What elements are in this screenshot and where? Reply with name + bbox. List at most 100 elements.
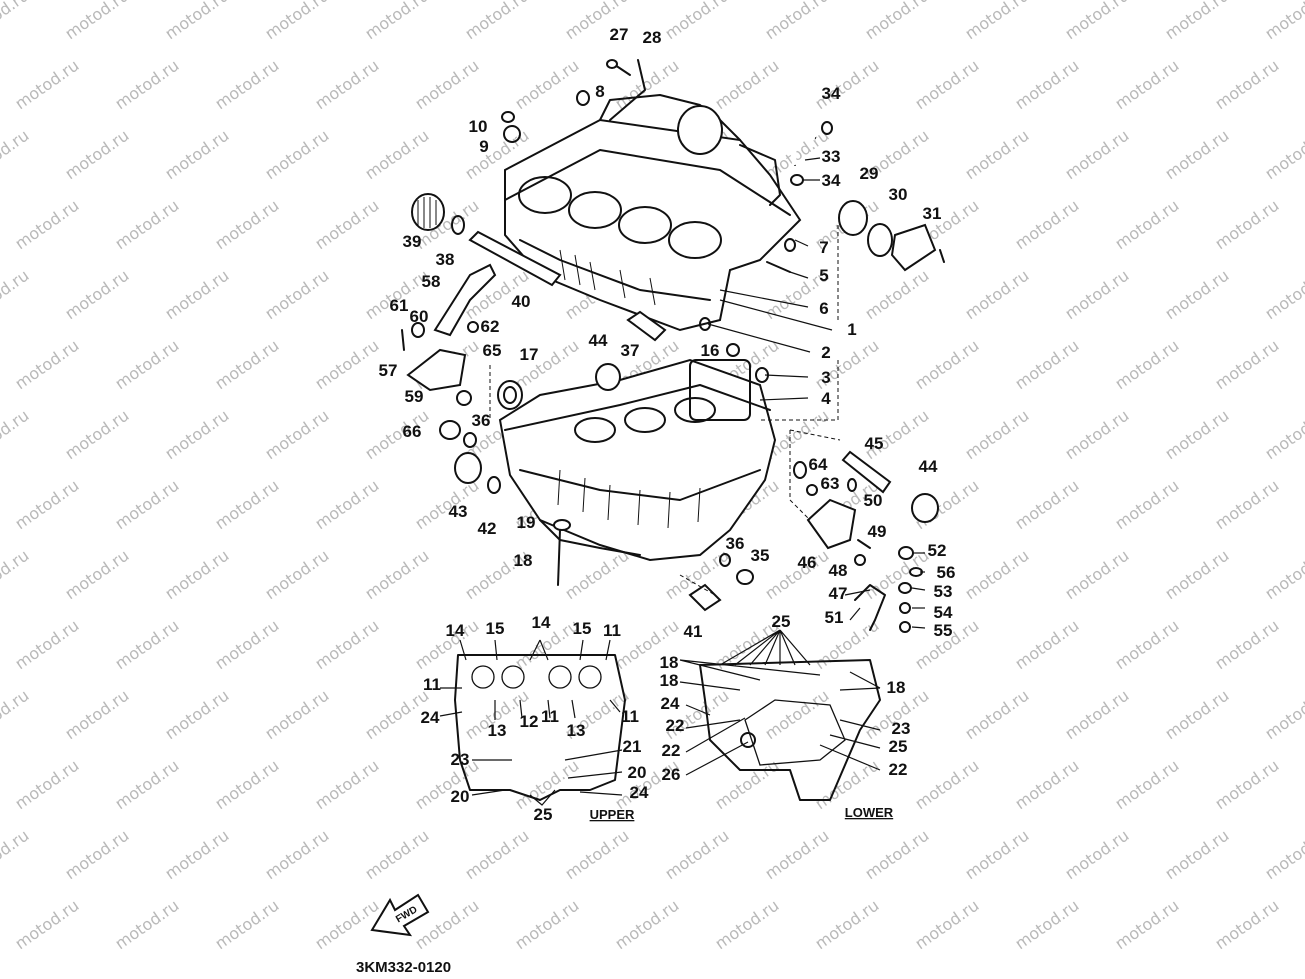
watermark-text: motod.ru: [1061, 686, 1132, 744]
part-callout: 53: [934, 582, 953, 601]
part-callout: 22: [666, 716, 685, 735]
watermark-text: motod.ru: [761, 0, 832, 43]
watermark-text: motod.ru: [211, 476, 282, 534]
watermark-text: motod.ru: [1111, 756, 1182, 814]
watermark-text: motod.ru: [1111, 896, 1182, 954]
upper-case-bolt-pattern: [439, 639, 626, 806]
part-callout: 15: [486, 619, 505, 638]
watermark-text: motod.ru: [1261, 406, 1305, 464]
part-callout: 28: [643, 28, 662, 47]
part-callout: 36: [726, 534, 745, 553]
part-callout: 39: [403, 232, 422, 251]
part-callout: 25: [534, 805, 553, 824]
part-callout: 63: [821, 474, 840, 493]
watermark-text: motod.ru: [911, 56, 982, 114]
part-callout: 17: [520, 345, 539, 364]
watermark-text: motod.ru: [61, 0, 132, 43]
watermark-text: motod.ru: [0, 406, 32, 464]
watermark-text: motod.ru: [561, 826, 632, 884]
watermark-text: motod.ru: [311, 196, 382, 254]
leader-lines: [489, 157, 926, 629]
watermark-text: motod.ru: [1161, 826, 1232, 884]
part-callout: 20: [628, 763, 647, 782]
part-callout: 18: [660, 653, 679, 672]
part-callout: 20: [451, 787, 470, 806]
watermark-text: motod.ru: [1261, 126, 1305, 184]
watermark-text: motod.ru: [861, 0, 932, 43]
part-callout: 23: [451, 750, 470, 769]
watermark-text: motod.ru: [411, 756, 482, 814]
part-callout: 2: [821, 343, 830, 362]
watermark-text: motod.ru: [761, 686, 832, 744]
watermark-text: motod.ru: [1111, 476, 1182, 534]
watermark-text: motod.ru: [261, 406, 332, 464]
part-callout: 49: [868, 522, 887, 541]
part-callout: 52: [928, 541, 947, 560]
parts: [401, 59, 945, 633]
watermark-text: motod.ru: [0, 826, 32, 884]
part-callout: 4: [821, 389, 831, 408]
watermark-text: motod.ru: [261, 266, 332, 324]
part-callout: 57: [379, 361, 398, 380]
watermark-text: motod.ru: [1261, 0, 1305, 43]
watermark-text: motod.ru: [161, 126, 232, 184]
watermark-text: motod.ru: [361, 546, 432, 604]
watermark-text: motod.ru: [911, 336, 982, 394]
watermark-text: motod.ru: [961, 406, 1032, 464]
lower-label: LOWER: [845, 805, 894, 820]
part-callout: 13: [567, 721, 586, 740]
part-callout: 23: [892, 719, 911, 738]
watermark-text: motod.ru: [1061, 826, 1132, 884]
watermark-text: motod.ru: [211, 616, 282, 674]
watermark-text: motod.ru: [211, 56, 282, 114]
watermark-text: motod.ru: [11, 56, 82, 114]
watermark-text: motod.ru: [0, 126, 32, 184]
watermark-text: motod.ru: [261, 0, 332, 43]
watermark-text: motod.ru: [161, 546, 232, 604]
watermark-text: motod.ru: [911, 896, 982, 954]
watermark-text: motod.ru: [1211, 56, 1282, 114]
watermark-text: motod.ru: [161, 266, 232, 324]
part-callout: 18: [660, 671, 679, 690]
watermark-text: motod.ru: [11, 896, 82, 954]
watermark-text: motod.ru: [1211, 896, 1282, 954]
part-callout: 11: [621, 707, 639, 726]
watermark-text: motod.ru: [911, 756, 982, 814]
part-callout: 37: [621, 341, 640, 360]
lower-crankcase: [498, 358, 777, 562]
watermark-text: motod.ru: [1261, 546, 1305, 604]
part-callout: 26: [662, 765, 681, 784]
part-callout: 34: [822, 171, 841, 190]
watermark-text: motod.ru: [61, 406, 132, 464]
watermark-text: motod.ru: [1261, 266, 1305, 324]
watermark-text: motod.ru: [61, 546, 132, 604]
part-callout: 51: [825, 608, 844, 627]
watermark-text: motod.ru: [1161, 686, 1232, 744]
watermark-text: motod.ru: [311, 896, 382, 954]
part-callout: 56: [937, 563, 956, 582]
part-callout: 66: [403, 422, 422, 441]
watermark-text: motod.ru: [1111, 336, 1182, 394]
part-callout: 5: [819, 266, 828, 285]
watermark-text: motod.ru: [111, 616, 182, 674]
watermark-text: motod.ru: [1011, 196, 1082, 254]
watermark-text: motod.ru: [161, 686, 232, 744]
watermark-text: motod.ru: [211, 756, 282, 814]
watermark-text: motod.ru: [661, 826, 732, 884]
upper-crankcase: [504, 94, 802, 332]
watermark-text: motod.ru: [361, 126, 432, 184]
watermark-text: motod.ru: [861, 826, 932, 884]
watermark-text: motod.ru: [1111, 616, 1182, 674]
watermark-text: motod.ru: [1061, 126, 1132, 184]
watermark-text: motod.ru: [1161, 0, 1232, 43]
part-callout: 61: [390, 296, 409, 315]
watermark-text: motod.ru: [311, 756, 382, 814]
part-callout: 22: [889, 760, 908, 779]
part-callout: 7: [819, 238, 828, 257]
watermark-text: motod.ru: [661, 0, 732, 43]
part-callout: 60: [410, 307, 429, 326]
watermark-text: motod.ru: [961, 546, 1032, 604]
part-callout: 22: [662, 741, 681, 760]
watermark-text: motod.ru: [311, 616, 382, 674]
watermark-text: motod.ru: [761, 826, 832, 884]
